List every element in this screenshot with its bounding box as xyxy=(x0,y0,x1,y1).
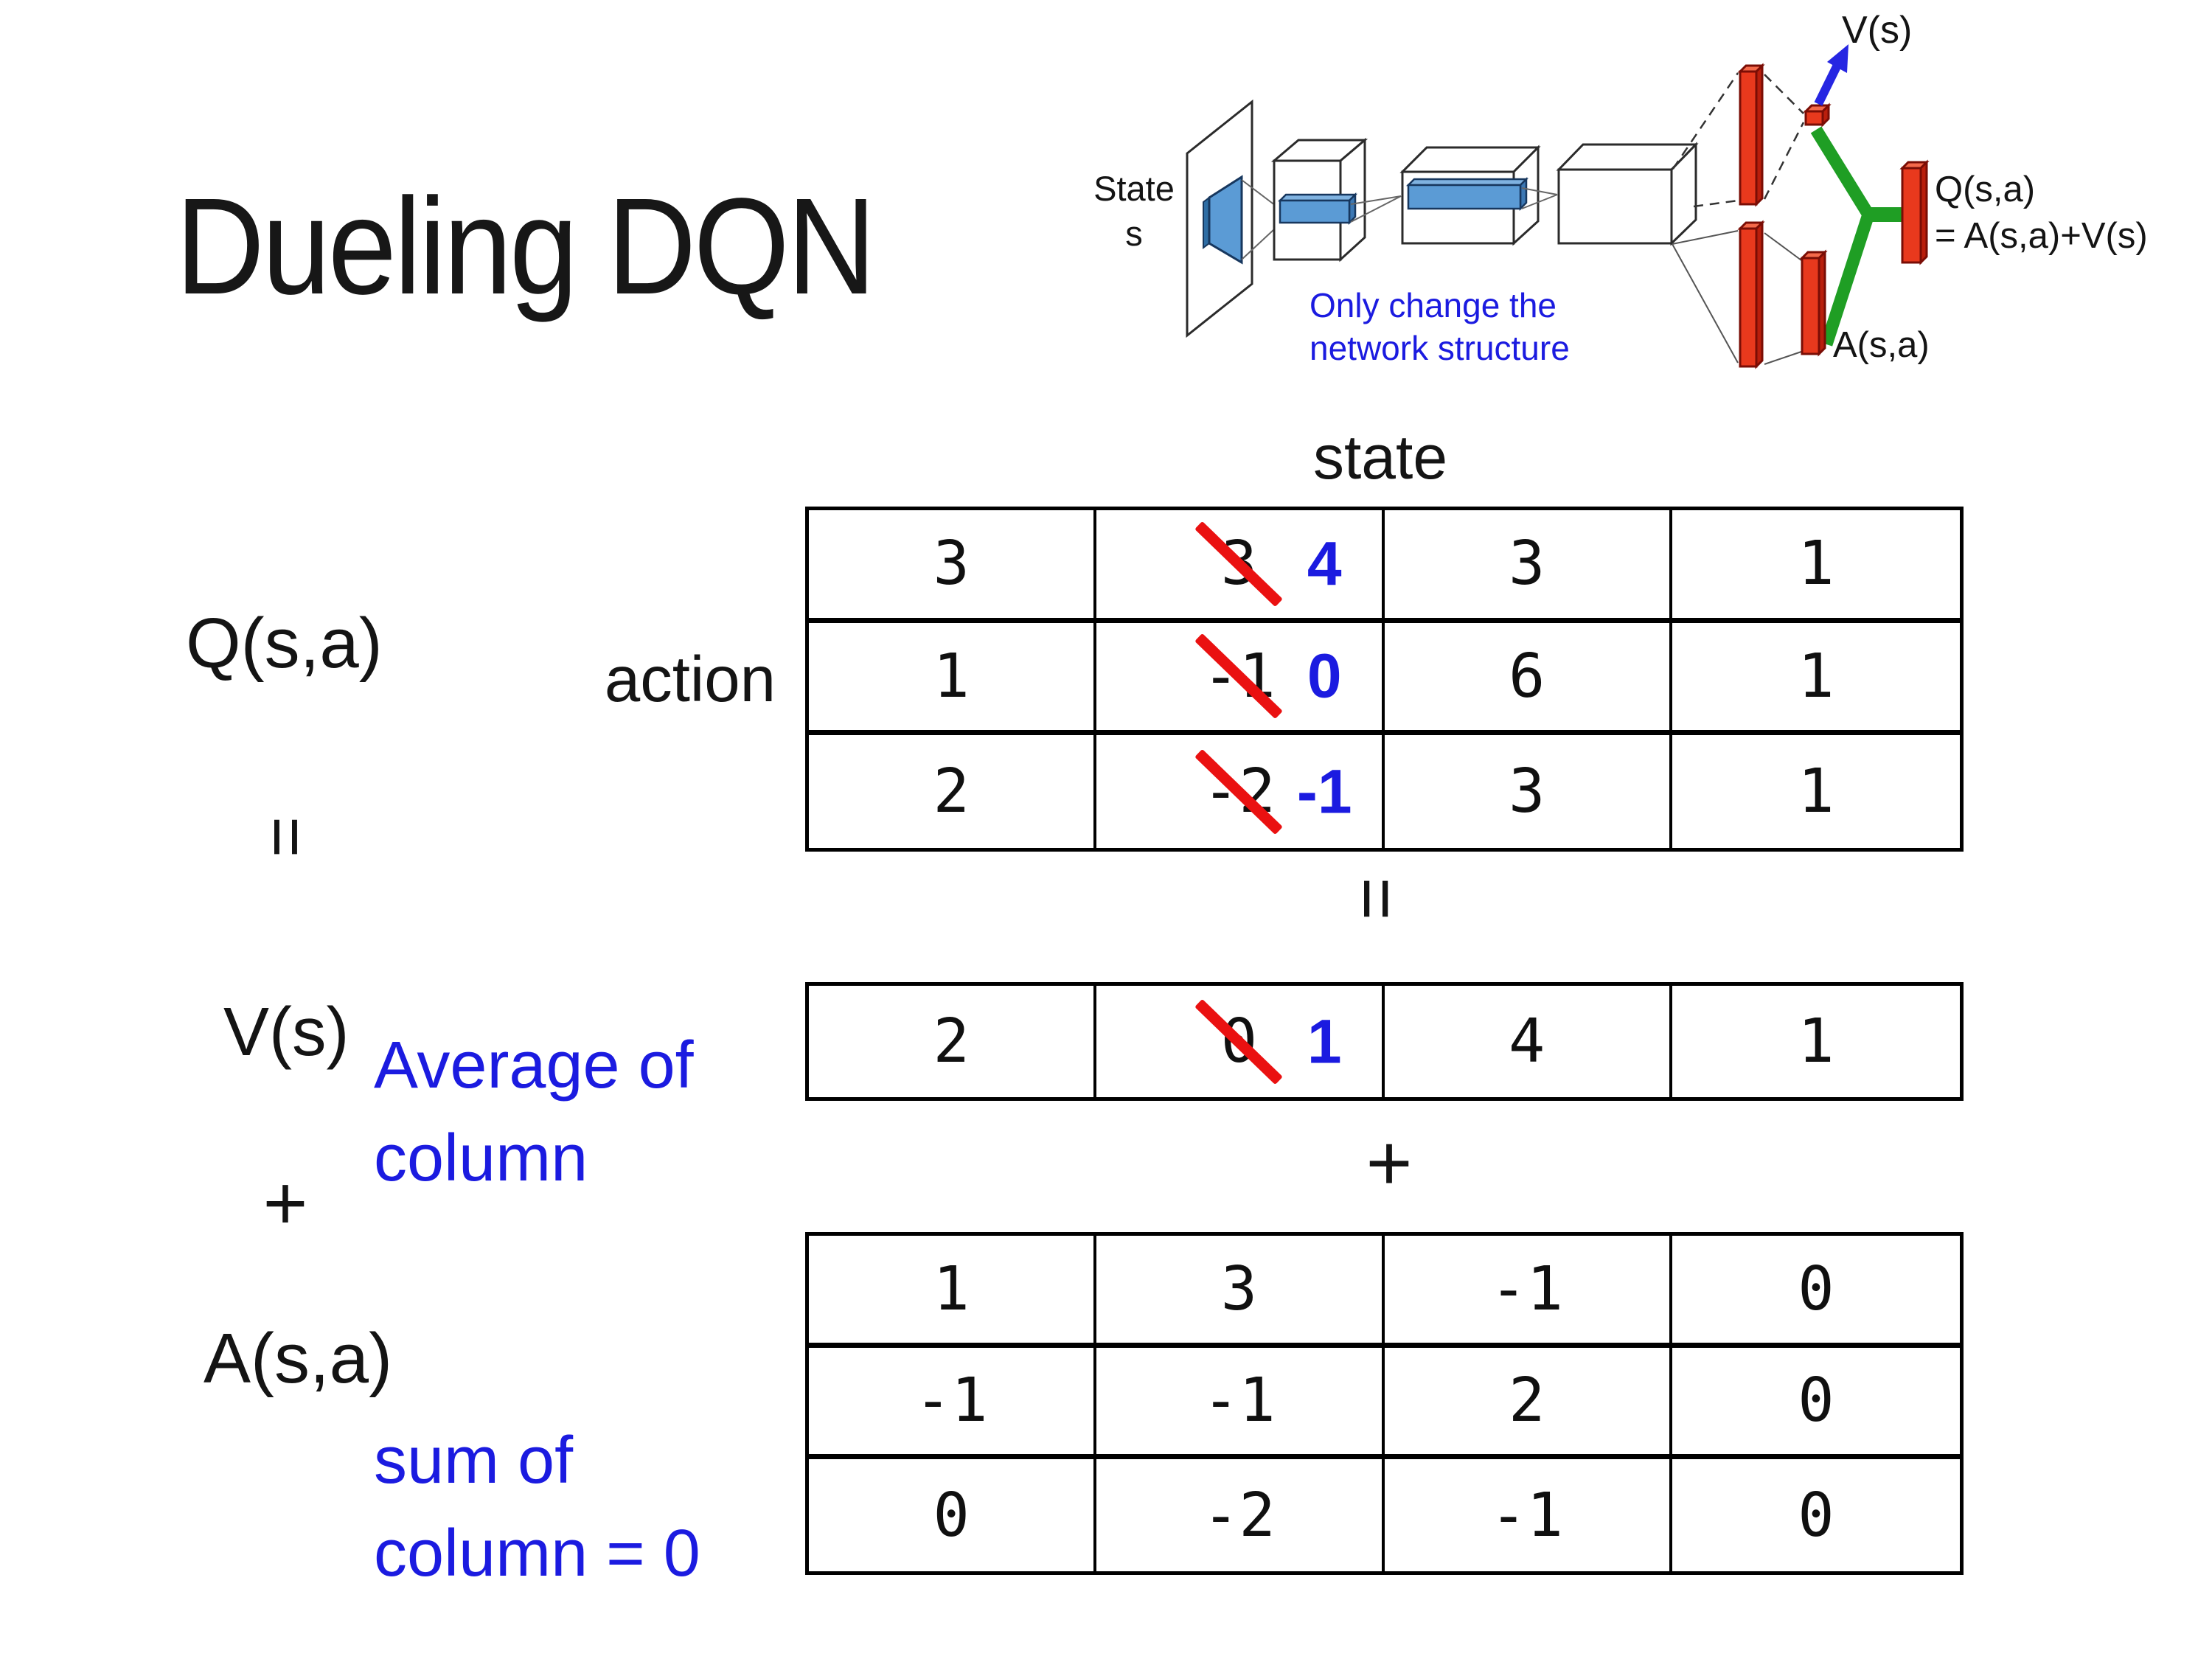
new-value: 0 xyxy=(1307,641,1342,711)
advantage-stream-bar xyxy=(1737,220,1765,369)
conv-cone-lines-3 xyxy=(1521,187,1558,209)
v-cell-c1: 0 1 xyxy=(1096,986,1385,1097)
v-cell-c3: 1 xyxy=(1798,1006,1834,1077)
q-cell-r1c3: 1 xyxy=(1672,623,1960,736)
plus-sign-left: + xyxy=(262,1160,308,1246)
merge-arrow xyxy=(1810,126,1904,347)
new-value: 1 xyxy=(1307,1006,1342,1076)
q-cell-r0c1: 3 4 xyxy=(1096,510,1385,623)
v-output-arrow xyxy=(1814,44,1848,106)
sum-note-line1: sum of xyxy=(374,1424,574,1498)
q-output-label-line1: Q(s,a) xyxy=(1935,170,2035,209)
new-value: 4 xyxy=(1307,529,1342,599)
equals-sign-left: = xyxy=(247,815,326,858)
v-table: 2 0 1 4 1 xyxy=(805,982,1964,1101)
q-cell-r0c0: 3 xyxy=(809,510,1097,623)
v-term-label: V(s) xyxy=(223,993,349,1070)
v-output-label: V(s) xyxy=(1842,9,1912,52)
conv-patch xyxy=(1208,175,1243,265)
q-cell-r2c1: -2 -1 xyxy=(1096,735,1385,848)
state-input-label-line2: s xyxy=(1125,214,1143,253)
q-cell-r2c3: 1 xyxy=(1798,757,1834,827)
solid-funnel-to-advantage-bar xyxy=(1672,230,1739,364)
value-stream-bar xyxy=(1737,63,1765,207)
a-cell-r0c0: 1 xyxy=(809,1236,1097,1348)
average-note-line2: column xyxy=(374,1121,588,1195)
equals-sign-center: = xyxy=(1335,877,1419,921)
q-table: 3 3 4 3 1 1 -1 0 6 1 2 -2 -1 3 1 xyxy=(805,507,1964,852)
q-cell-r0c3: 1 xyxy=(1672,510,1960,623)
q-cell-r2c2: 3 xyxy=(1385,735,1672,848)
page-title: Dueling DQN xyxy=(175,170,876,323)
sum-note-line2: column = 0 xyxy=(374,1517,700,1590)
feature-bar-1 xyxy=(1277,192,1358,226)
sum-note: sum of column = 0 xyxy=(374,1414,700,1600)
dashed-funnel-to-value-bar xyxy=(1672,72,1739,208)
action-axis-label: action xyxy=(604,644,776,715)
q-cell-r1c0: 1 xyxy=(809,622,1097,736)
a-cell-r1c2: 2 xyxy=(1384,1347,1672,1460)
state-axis-label: state xyxy=(1312,422,1448,492)
a-cell-r1c1: -1 xyxy=(1096,1347,1385,1460)
solid-funnel-to-a-vector xyxy=(1764,232,1802,365)
new-value: -1 xyxy=(1296,757,1352,827)
a-term-label: A(s,a) xyxy=(204,1319,393,1398)
a-cell-r1c0: -1 xyxy=(809,1347,1097,1460)
diagram-note-line1: Only change the xyxy=(1310,286,1557,324)
state-input-label-line1: State xyxy=(1093,169,1175,208)
diagram-note-line2: network structure xyxy=(1310,329,1570,367)
a-cell-r1c3: 0 xyxy=(1672,1348,1960,1460)
average-note-line1: Average of xyxy=(374,1029,694,1102)
a-vector-bar xyxy=(1799,249,1828,357)
q-cell-r0c2: 3 xyxy=(1384,510,1672,623)
dashed-funnel-to-v-node xyxy=(1763,74,1805,200)
a-output-label: A(s,a) xyxy=(1833,325,1930,365)
a-table: 1 3 -1 0 -1 -1 2 0 0 -2 -1 0 xyxy=(805,1232,1964,1575)
v-cell-c0: 2 xyxy=(809,986,1097,1097)
average-note: Average of column xyxy=(374,1019,694,1205)
a-cell-r2c1: -2 xyxy=(1096,1459,1385,1571)
q-cell-r2c0: 2 xyxy=(809,735,1097,848)
conv-cone-lines-2 xyxy=(1350,195,1402,223)
dueling-network-diagram: V(s) State s Only change the network str… xyxy=(1093,9,2148,369)
v-cell-c2: 4 xyxy=(1385,986,1672,1097)
a-cell-r0c3: 0 xyxy=(1672,1236,1960,1348)
plus-sign-center: + xyxy=(1366,1117,1413,1207)
q-term-label: Q(s,a) xyxy=(186,604,383,683)
q-vector-bar xyxy=(1899,159,1930,265)
a-cell-r0c2: -1 xyxy=(1384,1236,1672,1348)
q-cell-r1c2: 6 xyxy=(1384,622,1672,736)
a-cell-r2c0: 0 xyxy=(809,1459,1097,1571)
q-cell-r1c1: -1 0 xyxy=(1096,622,1385,736)
v-node xyxy=(1803,102,1832,128)
conv-box-3 xyxy=(1556,142,1699,246)
a-cell-r2c3: 0 xyxy=(1798,1480,1834,1551)
a-cell-r0c1: 3 xyxy=(1096,1236,1385,1348)
q-output-label-line2: = A(s,a)+V(s) xyxy=(1935,216,2148,256)
a-cell-r2c2: -1 xyxy=(1385,1459,1672,1571)
feature-bar-2 xyxy=(1405,176,1529,212)
